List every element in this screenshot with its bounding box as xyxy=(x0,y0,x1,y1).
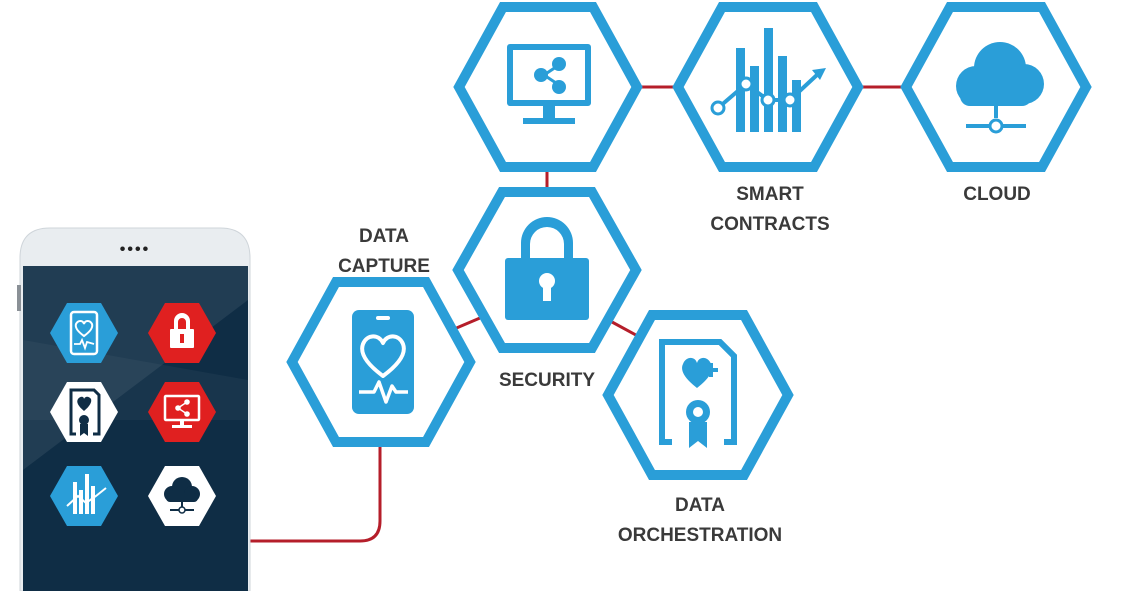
phone-app-cloud[interactable] xyxy=(148,466,216,526)
padlock-icon xyxy=(170,313,194,348)
padlock-icon xyxy=(505,217,589,320)
data-capture-label-line2: CAPTURE xyxy=(338,256,430,277)
cloud-node: CLOUD xyxy=(900,2,1092,205)
smart-contracts-label-line2: CONTRACTS xyxy=(710,214,829,235)
medical-certificate-icon xyxy=(69,388,101,436)
app-hexagon-white xyxy=(50,382,118,442)
smart-contracts-node: SMART CONTRACTS xyxy=(672,2,864,235)
app-hexagon-blue xyxy=(50,466,118,526)
share-monitor-icon xyxy=(507,44,591,124)
phone-app-heart-rate[interactable] xyxy=(50,303,118,363)
cloud-network-icon xyxy=(956,42,1044,134)
connector-phone-to-capture xyxy=(250,445,382,543)
heart-rate-phone-icon xyxy=(69,310,99,356)
phone-side-button xyxy=(17,285,21,311)
security-label: SECURITY xyxy=(499,370,595,391)
cloud-network-icon xyxy=(164,477,200,514)
analytics-chart-icon xyxy=(710,28,826,132)
phone-app-certificate[interactable] xyxy=(50,382,118,442)
data-capture-node: DATA CAPTURE xyxy=(286,226,476,447)
phone-speaker-dots: •••• xyxy=(120,241,150,258)
data-orchestration-node: DATA ORCHESTRATION xyxy=(602,310,794,546)
analytics-chart-icon xyxy=(66,474,107,514)
medical-certificate-icon xyxy=(659,339,737,448)
share-monitor-icon xyxy=(163,394,201,428)
smart-contracts-label-line1: SMART xyxy=(736,184,804,205)
cloud-label: CLOUD xyxy=(963,184,1031,205)
phone-app-security[interactable] xyxy=(148,303,216,363)
data-orchestration-label-line1: DATA xyxy=(675,495,725,516)
share-screen-node xyxy=(453,2,643,172)
data-orchestration-label-line2: ORCHESTRATION xyxy=(618,525,782,546)
app-hexagon-blue xyxy=(50,303,118,363)
data-orchestration-hexagon xyxy=(602,310,794,480)
heart-rate-phone-icon xyxy=(352,310,414,414)
phone-app-share[interactable] xyxy=(148,382,216,442)
phone-app-analytics[interactable] xyxy=(50,466,118,526)
data-capture-label-line1: DATA xyxy=(359,226,409,247)
security-node: SECURITY xyxy=(452,187,642,391)
smartphone: •••• xyxy=(17,227,251,591)
